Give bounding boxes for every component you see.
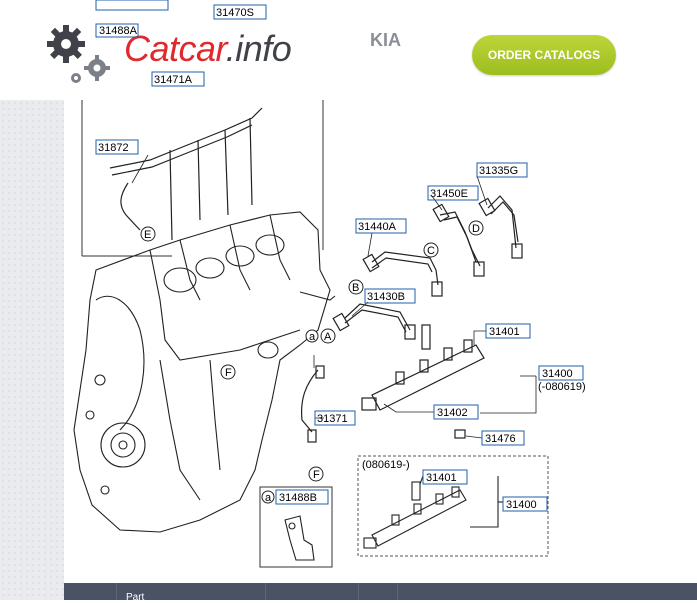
- marker-C: C: [427, 245, 435, 257]
- part-label-31402[interactable]: 31402: [437, 407, 468, 419]
- gears-icon: [47, 25, 110, 83]
- inset-frame-after-2008: [357, 455, 549, 557]
- table-header-col-2: [117, 583, 266, 600]
- part-label-31430B[interactable]: 31430B: [367, 291, 405, 303]
- bracket-inset-frame: [259, 486, 333, 568]
- part-label-31335G[interactable]: 31335G: [479, 165, 518, 177]
- part-label-31401-inset[interactable]: 31401: [426, 472, 457, 484]
- part-note-from-080619: (080619-): [362, 459, 410, 471]
- parts-diagram: 31488A 31470S 31471A 31872 31335G 31450E…: [64, 0, 697, 600]
- marker-F: F: [225, 367, 232, 379]
- marker-B: B: [352, 282, 359, 294]
- marker-E: E: [144, 229, 151, 241]
- part-label-31470S[interactable]: 31470S: [216, 7, 254, 19]
- table-header-col-3: [266, 583, 359, 600]
- logo-text-red: Catcar: [124, 28, 226, 69]
- marker-a: a: [309, 331, 316, 343]
- site-header: Catcar.info KIA ORDER CATALOGS: [0, 0, 697, 100]
- part-label-31401[interactable]: 31401: [489, 326, 520, 338]
- order-catalogs-button[interactable]: ORDER CATALOGS: [472, 35, 616, 75]
- table-header-col-4: [359, 583, 398, 600]
- part-label-31440A[interactable]: 31440A: [358, 221, 397, 233]
- page-background-strip: [0, 100, 64, 600]
- part-label-31450E[interactable]: 31450E: [430, 188, 468, 200]
- logo-text-dark: .info: [225, 28, 292, 69]
- part-label-31400[interactable]: 31400: [542, 368, 573, 380]
- parts-table-header: Part: [64, 583, 697, 603]
- marker-F-bottom: F: [313, 469, 320, 481]
- marker-a-bracket: a: [265, 492, 272, 504]
- marker-D: D: [472, 223, 480, 235]
- part-label-31488B[interactable]: 31488B: [279, 492, 317, 504]
- part-label-31872[interactable]: 31872: [98, 142, 129, 154]
- marker-A: A: [324, 331, 332, 343]
- part-label-31488A[interactable]: 31488A: [99, 25, 138, 37]
- part-callouts: 31488A 31470S 31471A 31872 31335G 31450E…: [95, 0, 586, 512]
- part-note-until-080619: (-080619): [538, 381, 586, 393]
- site-logo[interactable]: [44, 20, 334, 90]
- table-header-col-1: [64, 583, 117, 600]
- table-header-part[interactable]: Part: [126, 592, 145, 603]
- brand-label[interactable]: KIA: [370, 30, 401, 50]
- site-logo-text[interactable]: Catcar.info: [124, 28, 292, 70]
- part-label-31400-inset[interactable]: 31400: [506, 499, 537, 511]
- part-label-31476[interactable]: 31476: [485, 433, 516, 445]
- engine-diagram-svg: [73, 100, 549, 568]
- part-label-31371[interactable]: 31371: [317, 413, 348, 425]
- part-label-31471A[interactable]: 31471A: [154, 74, 193, 86]
